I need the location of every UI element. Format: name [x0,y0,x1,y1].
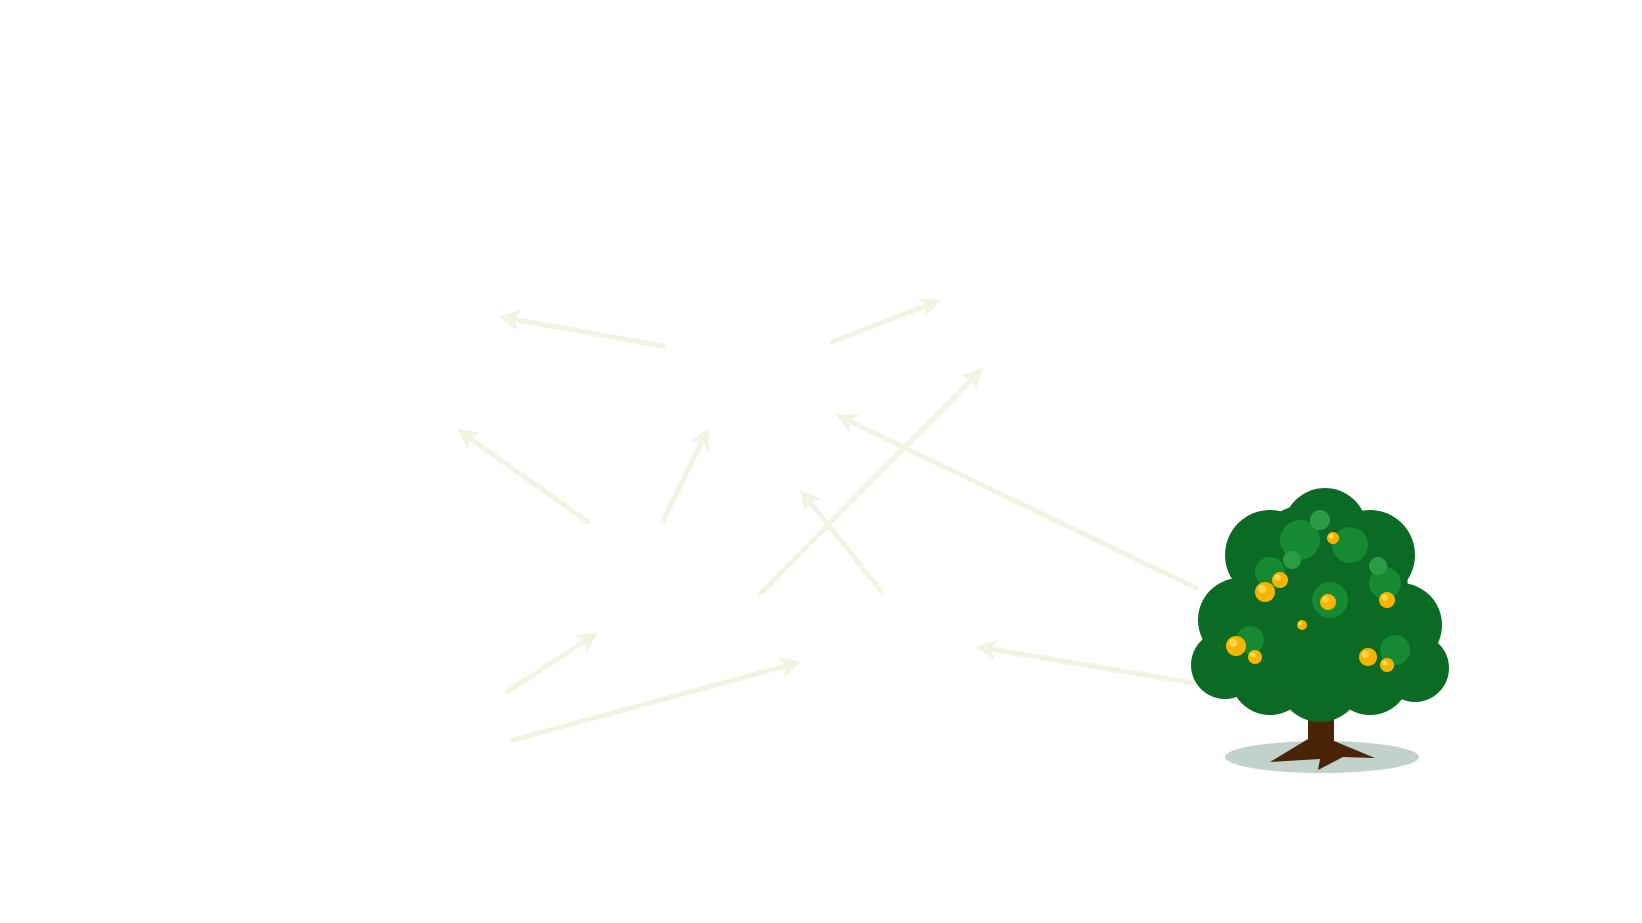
fruit-highlight [1382,660,1388,666]
orange-fruit [1379,592,1395,608]
orange-tree-icon[interactable] [1191,488,1449,773]
fruit-highlight [1298,621,1303,626]
fruit-highlight [1229,639,1237,647]
fruit-highlight [1250,652,1256,658]
orange-fruit [1272,572,1288,588]
fruit-highlight [1322,596,1329,603]
tree-trunk [1270,695,1375,770]
orange-fruit [1297,620,1307,630]
foliage-blob [1310,510,1330,530]
foliage-blob [1332,527,1368,563]
foliage-blob [1380,635,1410,665]
fruit-highlight [1381,594,1388,601]
wind-arrow-2 [829,297,941,345]
fruit-highlight [1258,585,1266,593]
orange-fruit [1327,532,1339,544]
wind-arrow-9 [510,657,802,743]
orange-fruit [1380,658,1394,672]
wind-arrow-4 [660,427,709,524]
foliage-blob [1369,567,1401,599]
foliage-blob [1369,557,1387,575]
wind-arrow-6 [835,414,1199,591]
orange-fruit [1226,636,1246,656]
orange-fruit [1248,650,1262,664]
foliage-blob [1283,551,1301,569]
wind-arrow-8 [504,632,599,695]
wind-arrow-1 [498,309,666,349]
orange-fruit [1359,648,1377,666]
wind-arrow-10 [975,639,1197,686]
orange-fruit [1320,594,1336,610]
fruit-highlight [1361,650,1369,658]
foliage-blob [1280,520,1320,560]
wind-arrow-5 [758,368,983,596]
tree-foliage [1191,488,1449,722]
tree-fruits [1226,532,1395,672]
fruit-highlight [1274,574,1281,581]
wind-arrow-7 [799,489,884,594]
wind-arrow-3 [457,429,591,525]
wind-arrows [457,297,1199,743]
fruit-highlight [1328,533,1334,539]
foliage-blob [1278,638,1362,722]
orange-fruit [1255,582,1275,602]
